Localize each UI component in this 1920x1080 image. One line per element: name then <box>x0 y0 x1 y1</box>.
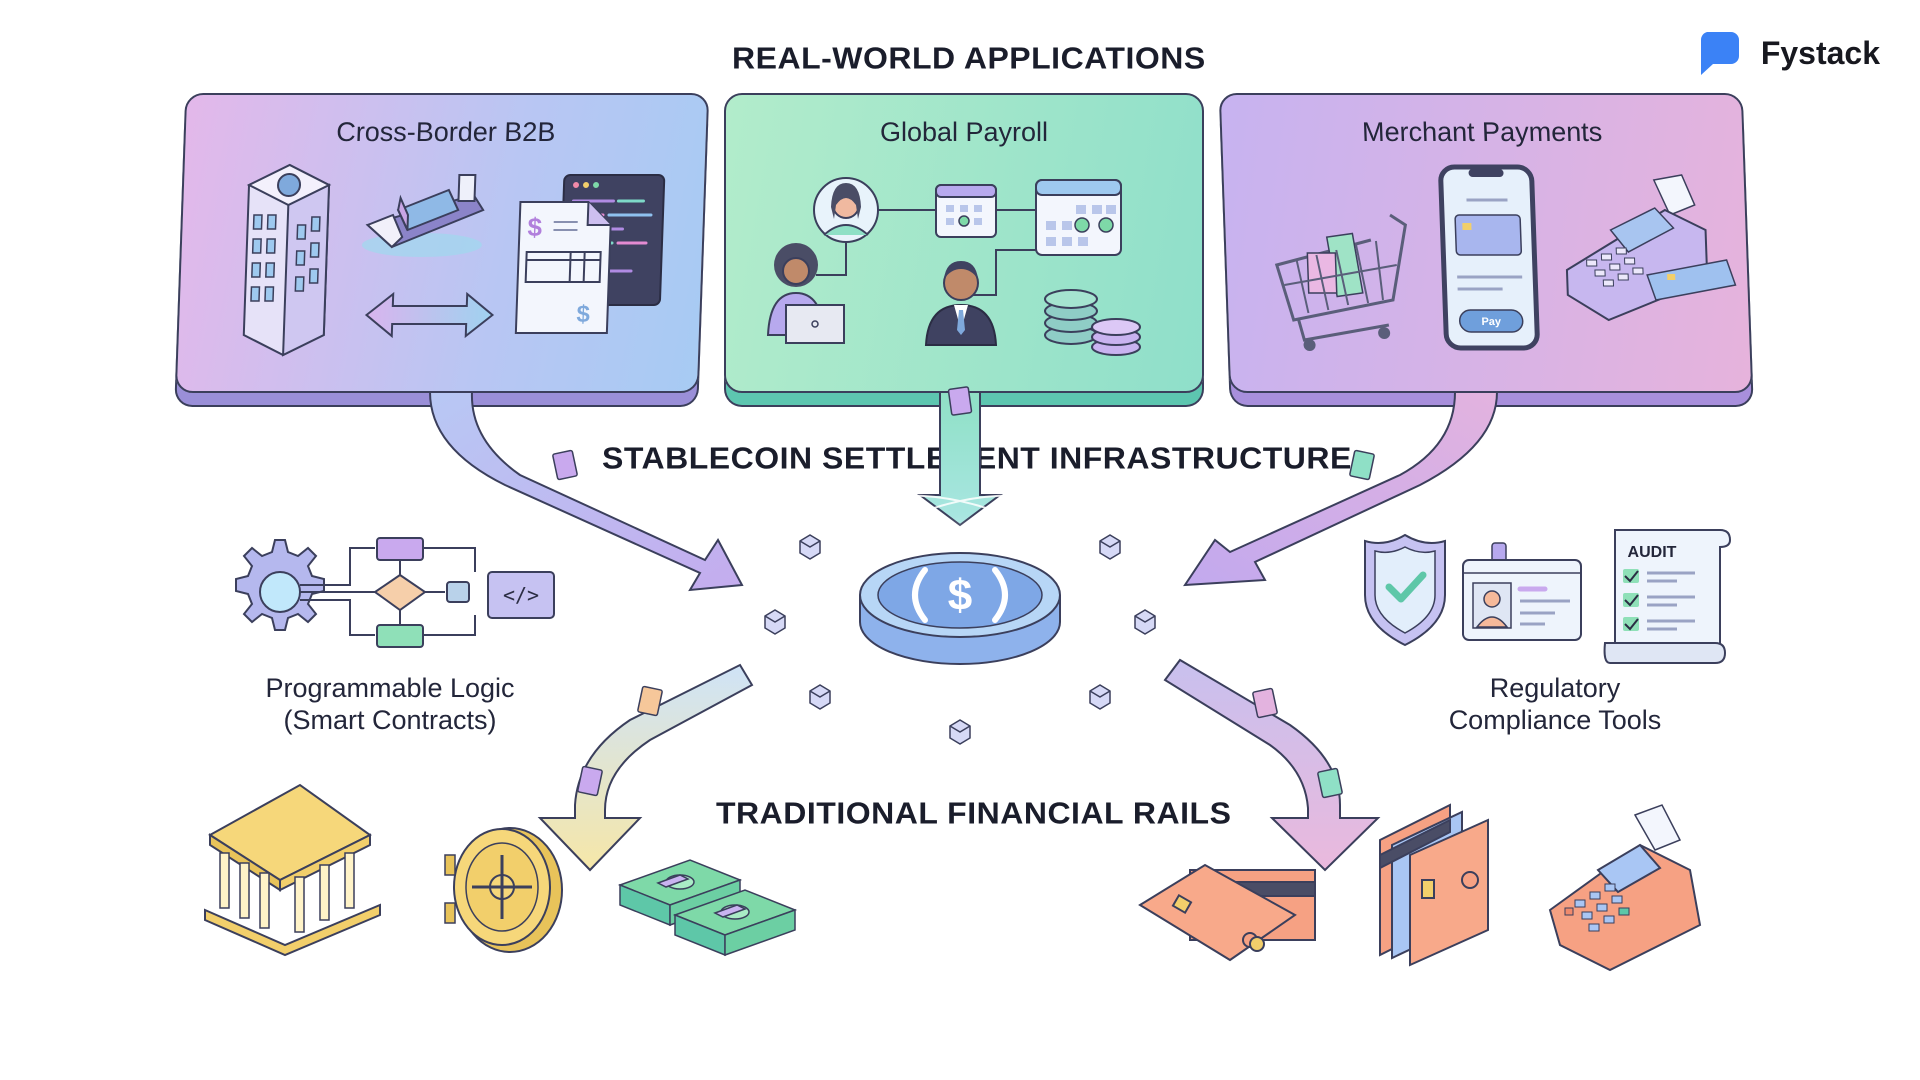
credit-card-icon <box>1138 863 1316 962</box>
pos-terminal-icon <box>1548 804 1702 972</box>
card-wallet-icon <box>1379 803 1489 967</box>
circuit-traces <box>700 594 1220 641</box>
audit-label: AUDIT <box>1628 544 1677 561</box>
stablecoin-coin-icon: $ <box>859 552 1061 665</box>
svg-text:</>: </> <box>503 583 539 607</box>
arrow-cross-border-to-core <box>428 391 744 592</box>
svg-text:$: $ <box>948 571 972 620</box>
employee-network-icon <box>766 177 1141 356</box>
panel-merchant-payments: Merchant Payments Pay <box>1218 93 1754 393</box>
cargo-ship-icon <box>361 174 485 257</box>
arrow-payroll-to-core <box>917 391 1003 527</box>
panel-label: Global Payroll <box>879 117 1049 147</box>
pos-terminal-icon <box>1565 174 1737 322</box>
invoice-document-icon: $ $ <box>514 201 612 334</box>
programmable-logic-label: Programmable Logic Compliance Tools (Sma… <box>265 673 515 735</box>
panel-cross-border-b2b: Cross-Border B2B <box>174 93 710 393</box>
fystack-logo-icon <box>1700 32 1739 75</box>
panel-global-payroll: Global Payroll <box>724 93 1204 393</box>
arrow-core-to-cards <box>1163 658 1381 872</box>
arrow-merchant-to-core <box>1183 391 1499 587</box>
mobile-pay-icon: Pay <box>1438 164 1540 351</box>
bidirectional-arrow-icon <box>364 291 495 339</box>
stablecoin-network: $ <box>700 494 1220 745</box>
svg-text:$: $ <box>576 301 591 328</box>
brand: Fystack <box>1699 30 1880 76</box>
section-title-rails: TRADITIONAL FINANCIAL RAILS <box>716 795 1232 831</box>
smart-contract-flow-icon: </> <box>235 537 555 648</box>
audit-scroll-icon: AUDIT <box>1603 529 1732 664</box>
compliance-tools-label: Regulatory Compliance Tools <box>1448 673 1662 735</box>
svg-text:$: $ <box>527 212 543 242</box>
cash-stack-icon <box>617 859 798 957</box>
compliance-icons: AUDIT <box>1364 529 1732 664</box>
block-cubes <box>764 534 1156 745</box>
shopping-cart-icon <box>1274 213 1408 351</box>
transaction-document-icons <box>552 386 1375 799</box>
vault-icon <box>444 827 563 953</box>
id-badge-icon <box>1462 542 1582 641</box>
brand-name: Fystack <box>1760 34 1880 71</box>
pay-button-label: Pay <box>1481 316 1502 328</box>
arrow-core-to-banks <box>537 663 754 872</box>
shield-check-icon <box>1364 533 1446 647</box>
section-title-applications: REAL-WORLD APPLICATIONS <box>732 40 1206 76</box>
bank-building-icon <box>204 783 381 957</box>
office-building-icon <box>242 163 332 357</box>
